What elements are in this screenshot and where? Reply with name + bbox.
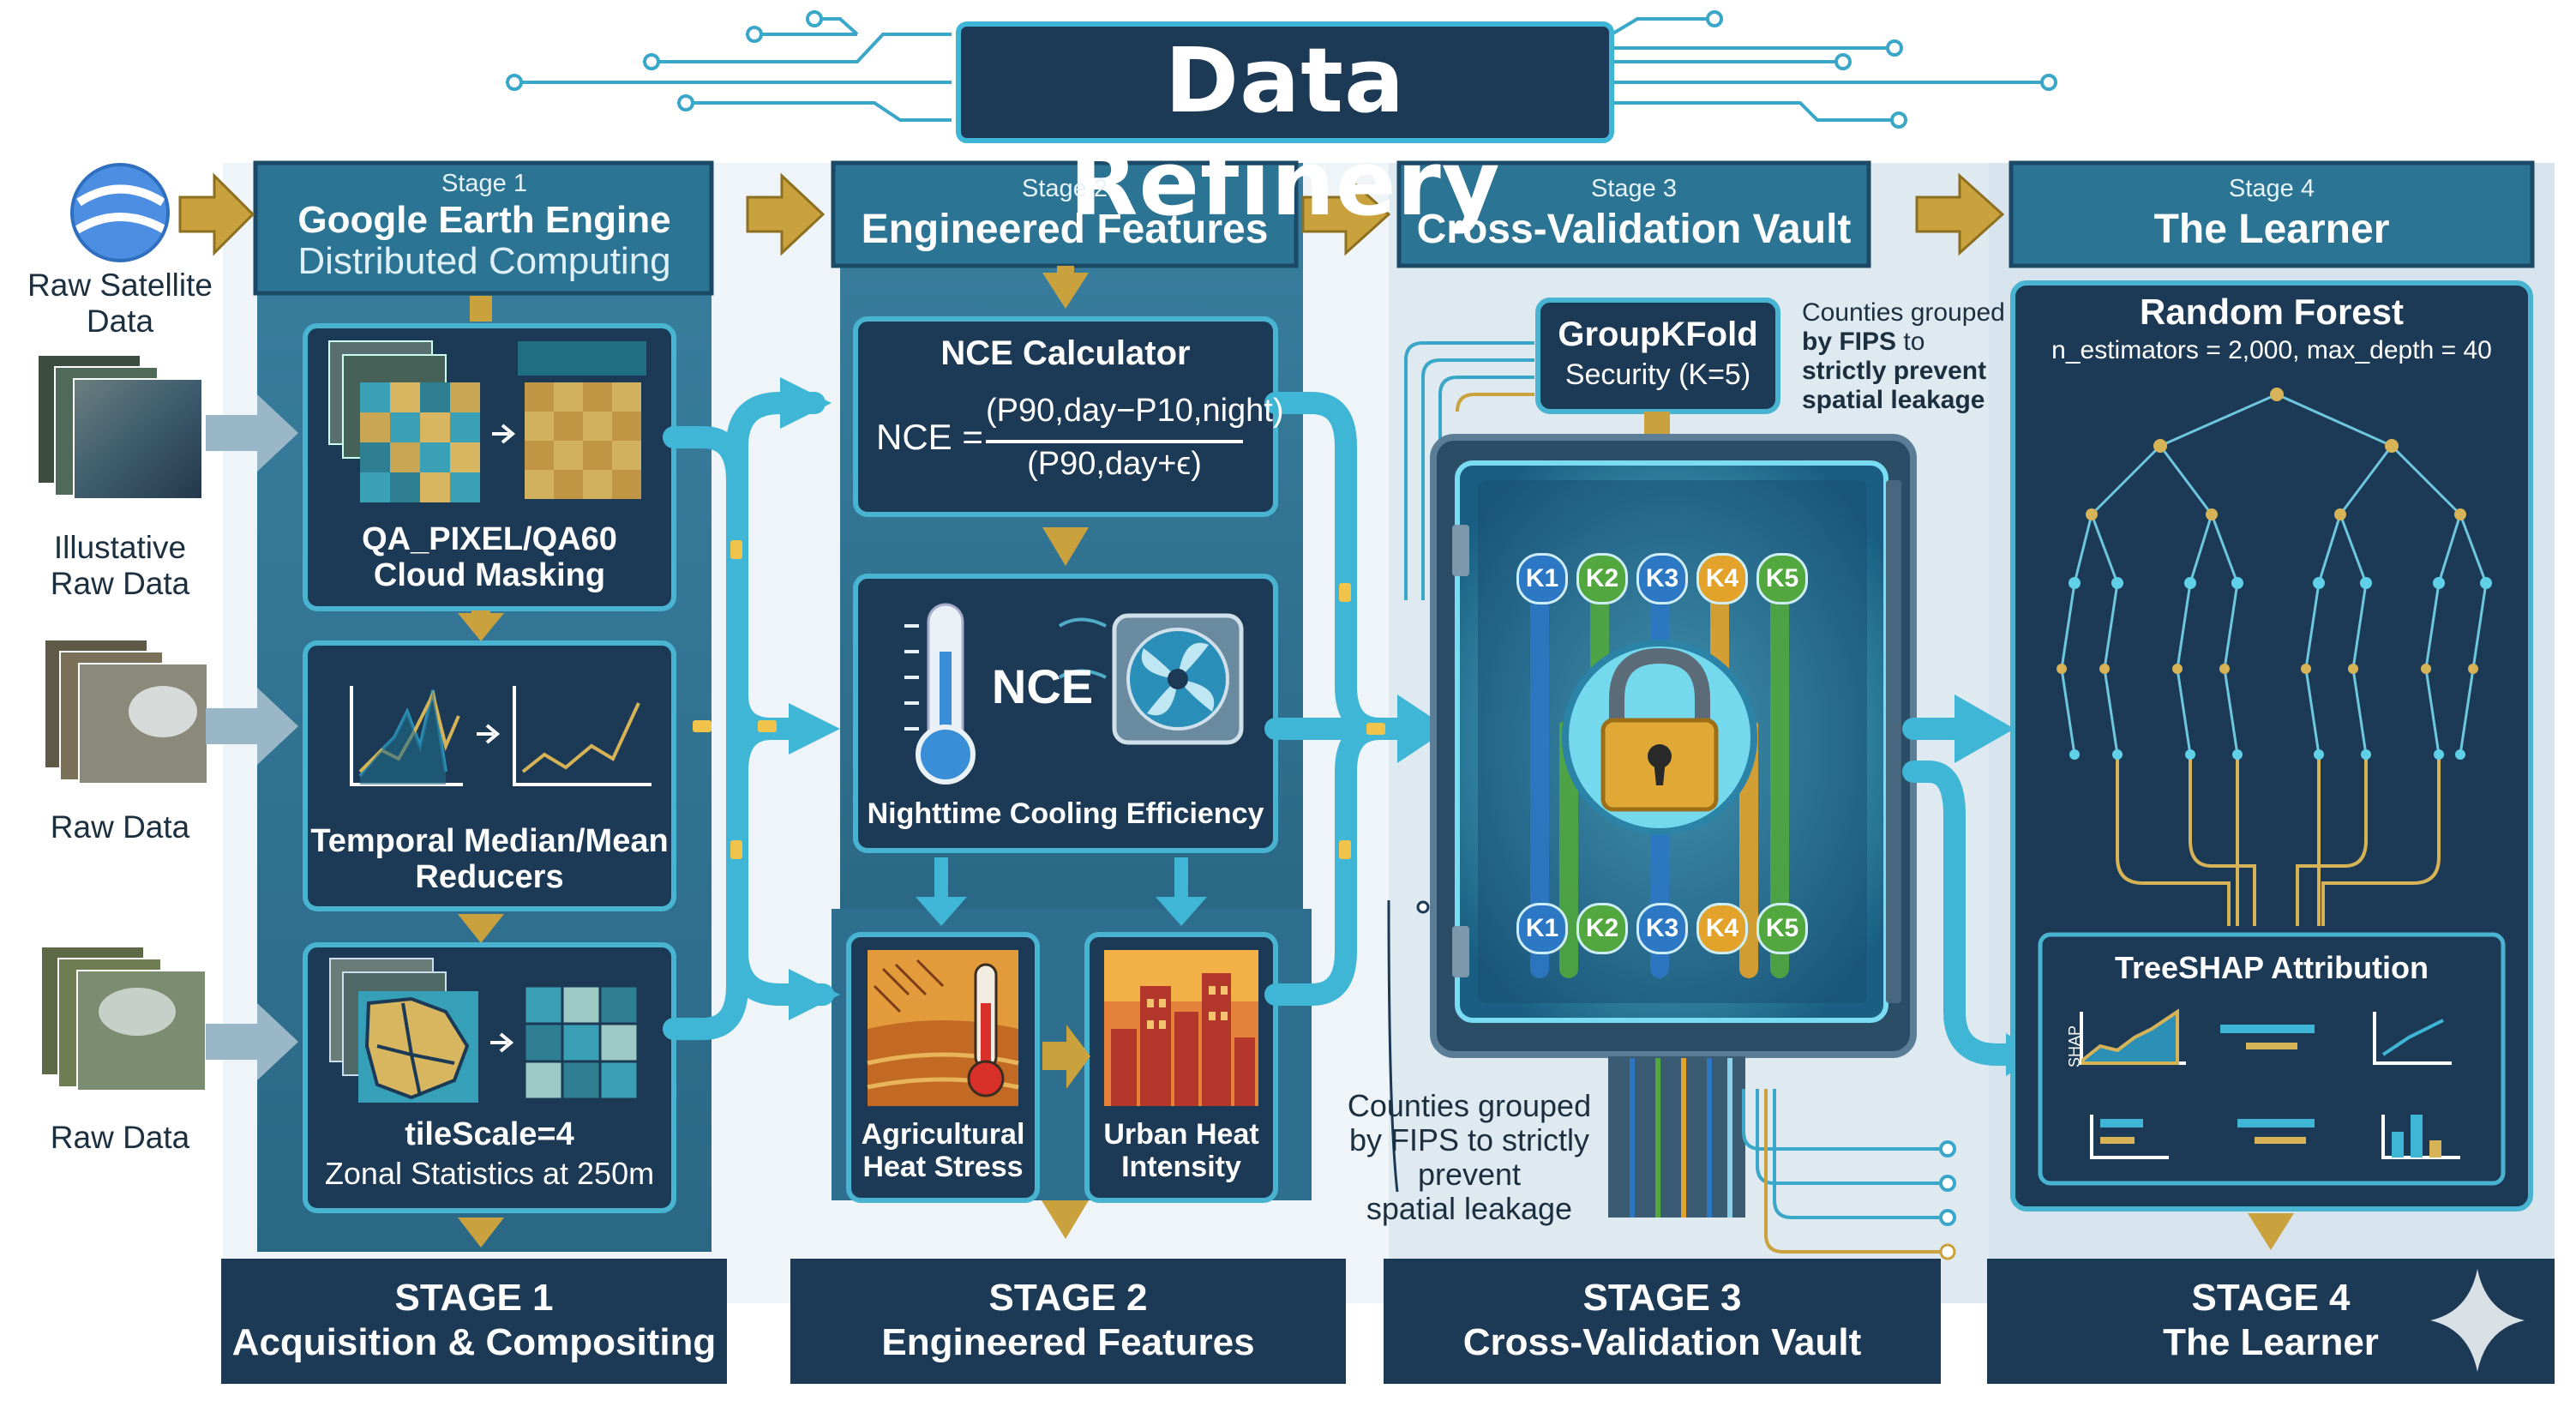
urban-heat-label: Urban Heat Intensity	[1103, 1118, 1259, 1183]
note-top-strict: strictly prevent spatial leakage	[1802, 357, 1987, 414]
stage3-header-small: Stage 3	[1591, 175, 1677, 202]
fold-key-k4: K4	[1696, 903, 1748, 954]
random-forest-tree	[2057, 388, 2492, 926]
sparkle-icon	[2430, 1269, 2525, 1372]
stage1-header-small: Stage 1	[441, 170, 527, 197]
input-arrows	[206, 394, 298, 1080]
zonal-stats-label: Zonal Statistics at 250m	[324, 1156, 655, 1191]
stage4-header-small: Stage 4	[2229, 175, 2315, 202]
illustrative-label: Illustative Raw Data	[50, 530, 190, 601]
treeshap-box	[2038, 932, 2506, 1186]
satellite-stacks	[37, 354, 208, 1091]
fold-key-k2: K2	[1576, 553, 1628, 604]
nce-label: NCE	[991, 659, 1094, 713]
page-title: Data Refinery	[1069, 28, 1501, 236]
padlock-icon	[1562, 640, 1757, 835]
tilescale-label: tileScale=4	[405, 1116, 574, 1152]
formula-denominator: (P90,day+ϵ)	[1027, 446, 1202, 482]
treeshap-title: TreeSHAP Attribution	[2114, 950, 2429, 985]
stage2-footer-line2: Engineered Features	[881, 1321, 1255, 1363]
shap-plots	[2080, 1008, 2460, 1159]
note-top-to: to	[1903, 328, 1925, 356]
fold-key-k5: K5	[1756, 903, 1808, 954]
stage-headers	[253, 160, 2535, 296]
formula-lhs: NCE =	[876, 417, 983, 457]
google-earth-icon	[70, 163, 170, 262]
circuit-traces	[506, 10, 2057, 129]
fold-key-k1: K1	[1516, 903, 1568, 954]
random-forest-params: n_estimators = 2,000, max_depth = 40	[2051, 336, 2492, 364]
stage2-header-big: Engineered Features	[861, 207, 1269, 252]
cloud-mask-graphic	[328, 340, 646, 502]
pipes-1-2	[663, 392, 834, 1040]
stage1-header-line1: Google Earth Engine	[297, 199, 671, 241]
zonal-graphic	[329, 958, 639, 1103]
urban-heat-graphic	[1104, 950, 1258, 1106]
shap-axis-label: SHAP	[2066, 1025, 2084, 1068]
stage3-footer-line1: STAGE 3	[1582, 1277, 1742, 1319]
formula-numerator: (P90,day−P10,night)	[986, 393, 1284, 429]
ag-heat-graphic	[867, 950, 1019, 1106]
note-top-line1: Counties grouped	[1802, 298, 2005, 327]
raw-data-label-2: Raw Data	[50, 1120, 190, 1155]
nce-caption: Nighttime Cooling Efficiency	[867, 797, 1264, 830]
fan-icon	[1112, 613, 1244, 745]
stage1-footer-line1: STAGE 1	[394, 1277, 554, 1319]
stage2-header-small: Stage 2	[1022, 175, 1108, 202]
stage1-footer-line2: Acquisition & Compositing	[231, 1321, 717, 1363]
stage4-header-big: The Learner	[2153, 207, 2390, 252]
header-arrows	[178, 172, 2005, 256]
temporal-chart-graphic	[350, 686, 652, 786]
cloud-masking-label: QA_PIXEL/QA60 Cloud Masking	[362, 521, 617, 593]
note-top-fips: by FIPS	[1802, 328, 1897, 356]
stage2-footer-line1: STAGE 2	[988, 1277, 1148, 1319]
formula-bar	[986, 440, 1243, 443]
note-bottom: Counties grouped by FIPS to strictly pre…	[1347, 1088, 1592, 1226]
raw-satellite-label: Raw Satellite Data	[27, 268, 213, 339]
fold-key-k5: K5	[1756, 553, 1808, 604]
ag-heat-label: Agricultural Heat Stress	[861, 1118, 1025, 1183]
raw-data-label-1: Raw Data	[50, 809, 190, 845]
stage1-footer: STAGE 1 Acquisition & Compositing	[221, 1276, 727, 1365]
fold-key-k4: K4	[1696, 553, 1748, 604]
stage3-header-big: Cross-Validation Vault	[1416, 207, 1852, 252]
stage3-footer-line2: Cross-Validation Vault	[1462, 1321, 1862, 1363]
groupkfold-title: GroupKFold	[1558, 316, 1758, 353]
fold-key-k3: K3	[1636, 903, 1688, 954]
stage4-footer-line2: The Learner	[2163, 1321, 2379, 1363]
stage4-footer: STAGE 4 The Learner	[1987, 1276, 2555, 1365]
random-forest-title: Random Forest	[2139, 292, 2405, 332]
groupkfold-sub: Security (K=5)	[1564, 358, 1751, 391]
fold-key-k2: K2	[1576, 903, 1628, 954]
nce-calculator-box	[853, 316, 1278, 517]
stage1-header-line2: Distributed Computing	[297, 240, 671, 282]
note-top: Counties grouped by FIPS to strictly pre…	[1802, 298, 2016, 415]
fold-key-k1: K1	[1516, 553, 1568, 604]
stage3-footer: STAGE 3 Cross-Validation Vault	[1384, 1276, 1941, 1365]
nce-calculator-title: NCE Calculator	[940, 334, 1191, 372]
footers	[221, 1259, 2555, 1384]
stage2-footer: STAGE 2 Engineered Features	[790, 1276, 1346, 1365]
fold-key-k3: K3	[1636, 553, 1688, 604]
stage4-footer-line1: STAGE 4	[2191, 1277, 2351, 1319]
reducers-label: Temporal Median/Mean Reducers	[310, 823, 669, 895]
thermometer-icon	[904, 603, 976, 785]
